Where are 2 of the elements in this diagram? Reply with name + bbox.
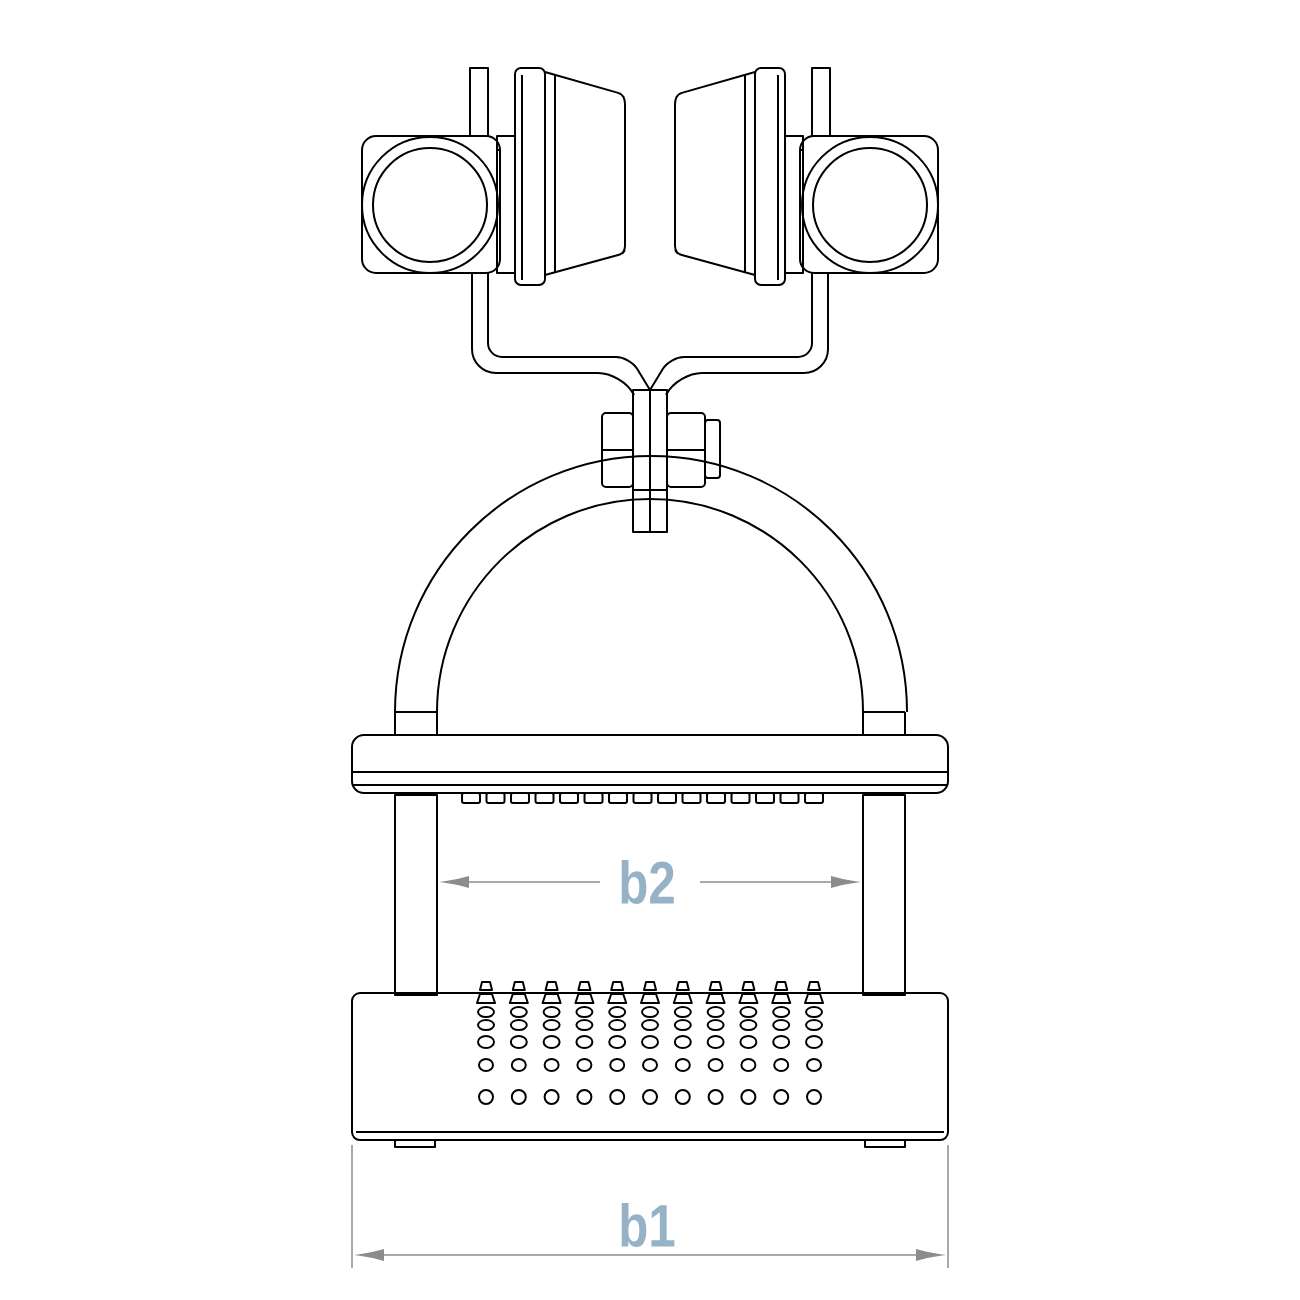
- dimension-label: b2: [621, 860, 674, 905]
- dimension-label: b1: [621, 1203, 675, 1248]
